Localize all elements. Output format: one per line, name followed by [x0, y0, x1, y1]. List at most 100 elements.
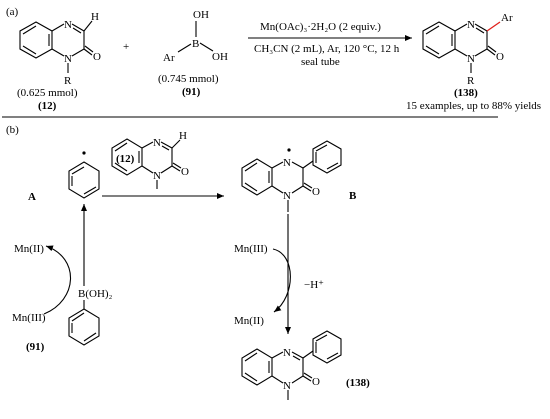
bond — [199, 42, 214, 52]
benzene-ring — [68, 308, 100, 346]
bond — [271, 351, 284, 359]
compound-id: (12) — [38, 100, 57, 112]
carbonyl-bond — [303, 182, 313, 189]
scope-note: 15 examples, up to 88% yields — [406, 100, 541, 112]
atom-N: N — [64, 53, 72, 65]
reactant-quinoxalinone-12: N H N O R (0.625 mmol) (12) — [17, 11, 101, 112]
new-c-c-bond — [486, 21, 501, 32]
compound-id: (12) — [116, 153, 135, 165]
bond — [291, 161, 304, 169]
double-bond — [161, 145, 170, 151]
compound-id: (138) — [454, 87, 478, 99]
phenyl-ring — [312, 140, 342, 174]
mn-III-label: Mn(III) — [234, 243, 268, 255]
benzo-ring — [241, 348, 273, 386]
aromatic-inner-bond — [244, 372, 258, 382]
plus-sign: + — [123, 41, 129, 53]
atom-N: N — [153, 137, 161, 149]
atom-N: N — [153, 170, 161, 182]
bond — [302, 160, 314, 169]
carbonyl-bond — [172, 162, 182, 169]
reagent-quinoxalinone-12: (12) N H N O — [111, 130, 189, 189]
aromatic-inner-bond — [114, 162, 128, 172]
carbonyl-bond — [302, 375, 312, 382]
bond — [71, 23, 85, 32]
aromatic-inner-bond — [425, 25, 440, 35]
benzo-ring — [241, 158, 273, 196]
aryl-group: Ar — [163, 52, 175, 64]
atom-N: N — [64, 19, 72, 31]
phenyl-radical-A: A — [28, 151, 100, 203]
bond — [51, 23, 65, 32]
mn-II-label: Mn(II) — [234, 315, 264, 327]
bond — [271, 375, 284, 384]
atom-O: O — [181, 166, 189, 178]
aromatic-inner-bond — [315, 334, 328, 342]
mn-cycle-left: Mn(II) Mn(III) — [12, 204, 87, 324]
conditions-line-1: Mn(OAc)₃·2H₂O (2 equiv.) — [260, 21, 381, 33]
aromatic-inner-bond — [244, 352, 258, 362]
double-bond — [72, 27, 82, 34]
atom-R: R — [467, 75, 475, 87]
atom-N: N — [283, 347, 291, 359]
atom-N: N — [467, 19, 475, 31]
mn-redox-curve — [272, 248, 291, 313]
double-bond — [292, 355, 301, 361]
bond — [291, 185, 304, 194]
conditions-line-2: CH₃CN (2 mL), Ar, 120 °C, 12 h — [254, 43, 400, 55]
aromatic-inner-bond — [83, 332, 97, 342]
atom-O: O — [496, 51, 504, 63]
aromatic-inner-bond — [22, 25, 37, 35]
atom-O: O — [312, 376, 320, 388]
atom-H: H — [179, 130, 187, 142]
label-B: B — [349, 190, 357, 202]
atom-O: O — [93, 51, 101, 63]
panel-b-label: (b) — [6, 124, 19, 136]
aromatic-inner-bond — [326, 162, 339, 170]
aromatic-inner-bond — [71, 312, 85, 322]
compound-id: (91) — [182, 86, 201, 98]
bond — [177, 43, 192, 53]
hydroxyl-group: OH — [193, 9, 209, 21]
bond — [160, 165, 173, 174]
mn-II-label: Mn(II) — [14, 243, 44, 255]
reactant-boronic-acid-91: OH B OH Ar (0.745 mmol) (91) — [158, 9, 228, 98]
carbonyl-bond — [302, 185, 312, 192]
aromatic-inner-bond — [22, 45, 37, 55]
reactant-amount: (0.625 mmol) — [17, 87, 78, 99]
bond — [71, 48, 85, 57]
aromatic-inner-bond — [315, 144, 328, 152]
atom-N: N — [283, 380, 291, 392]
carbonyl-bond — [486, 48, 496, 56]
atom-B: B — [192, 38, 199, 50]
aromatic-inner-bond — [83, 186, 97, 195]
bond — [302, 350, 314, 359]
reactant-amount: (0.745 mmol) — [158, 73, 219, 85]
double-bond — [475, 27, 485, 34]
phenylboronic-acid-91: B(OH)₂ (91) — [26, 288, 113, 353]
bond — [160, 141, 173, 149]
bond — [271, 185, 284, 194]
bond — [454, 23, 468, 32]
aromatic-inner-bond — [326, 352, 339, 360]
benzene-ring — [68, 161, 100, 199]
atom-N: N — [283, 190, 291, 202]
phenyl-ring — [312, 330, 342, 364]
atom-O: O — [312, 186, 320, 198]
radical-dot — [82, 151, 86, 155]
atom-N: N — [283, 157, 291, 169]
aromatic-inner-bond — [71, 166, 85, 175]
bond — [141, 165, 154, 174]
bond — [171, 139, 181, 149]
carbonyl-bond — [487, 45, 497, 53]
bond — [141, 141, 154, 149]
proton-loss-label: −H⁺ — [304, 279, 324, 291]
boronic-acid-group: B(OH)₂ — [78, 288, 113, 300]
bond — [291, 351, 304, 359]
radical-dot — [287, 148, 291, 152]
bond — [474, 48, 488, 57]
carbonyl-bond — [171, 165, 181, 172]
compound-id: (138) — [346, 377, 370, 389]
bond — [291, 375, 304, 384]
